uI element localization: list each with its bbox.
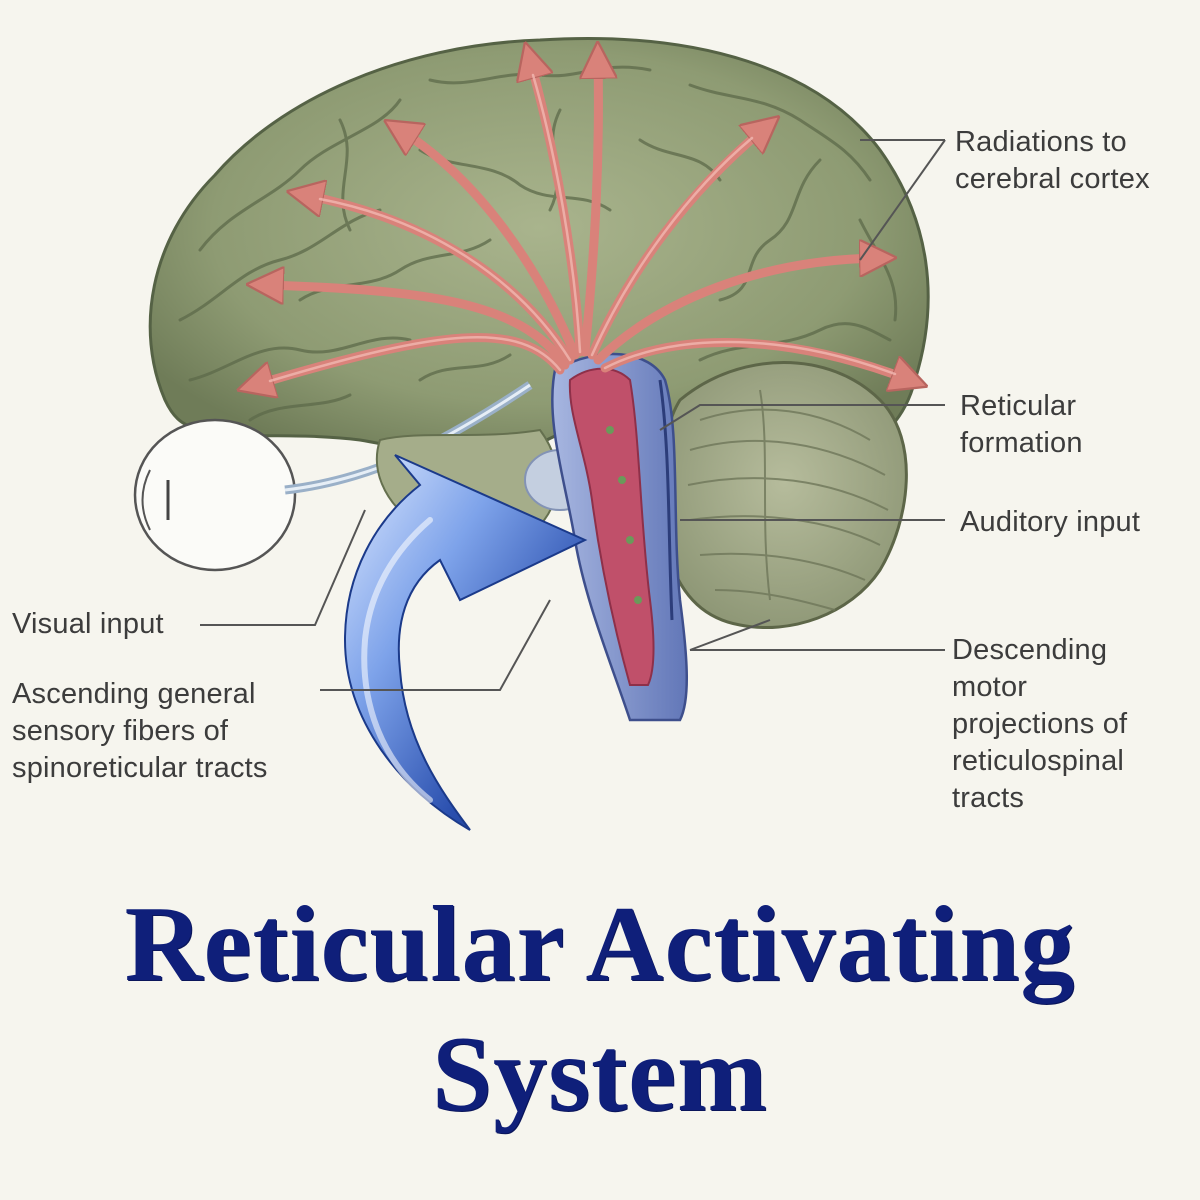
radiation-arrow xyxy=(585,60,598,357)
label-auditory-input: Auditory input xyxy=(960,506,1141,538)
title-line-2: System xyxy=(432,1015,768,1134)
label-descending-projections: Descending motor projections of reticulo… xyxy=(952,634,1128,814)
radiation-arrow xyxy=(265,285,570,370)
radiation-arrow xyxy=(400,130,580,360)
label-radiations: Radiations to cerebral cortex xyxy=(955,126,1150,195)
leader-lines xyxy=(200,139,946,691)
title-line-1: Reticular Activating xyxy=(124,885,1076,1004)
label-visual-input: Visual input xyxy=(12,608,164,640)
leader-line-ascending xyxy=(320,599,551,691)
leader-line-reticular xyxy=(659,404,945,431)
reticular-formation xyxy=(568,367,655,686)
reticular-nuclei xyxy=(606,426,642,604)
cerebellum xyxy=(660,361,908,630)
label-reticular-formation: Reticular formation xyxy=(960,390,1083,459)
cerebellum-folia xyxy=(687,389,889,611)
leader-line-visual xyxy=(200,509,366,626)
radiation-arrow xyxy=(593,258,878,365)
label-ascending-fibers: Ascending general sensory fibers of spin… xyxy=(12,678,268,784)
eye xyxy=(133,418,297,572)
